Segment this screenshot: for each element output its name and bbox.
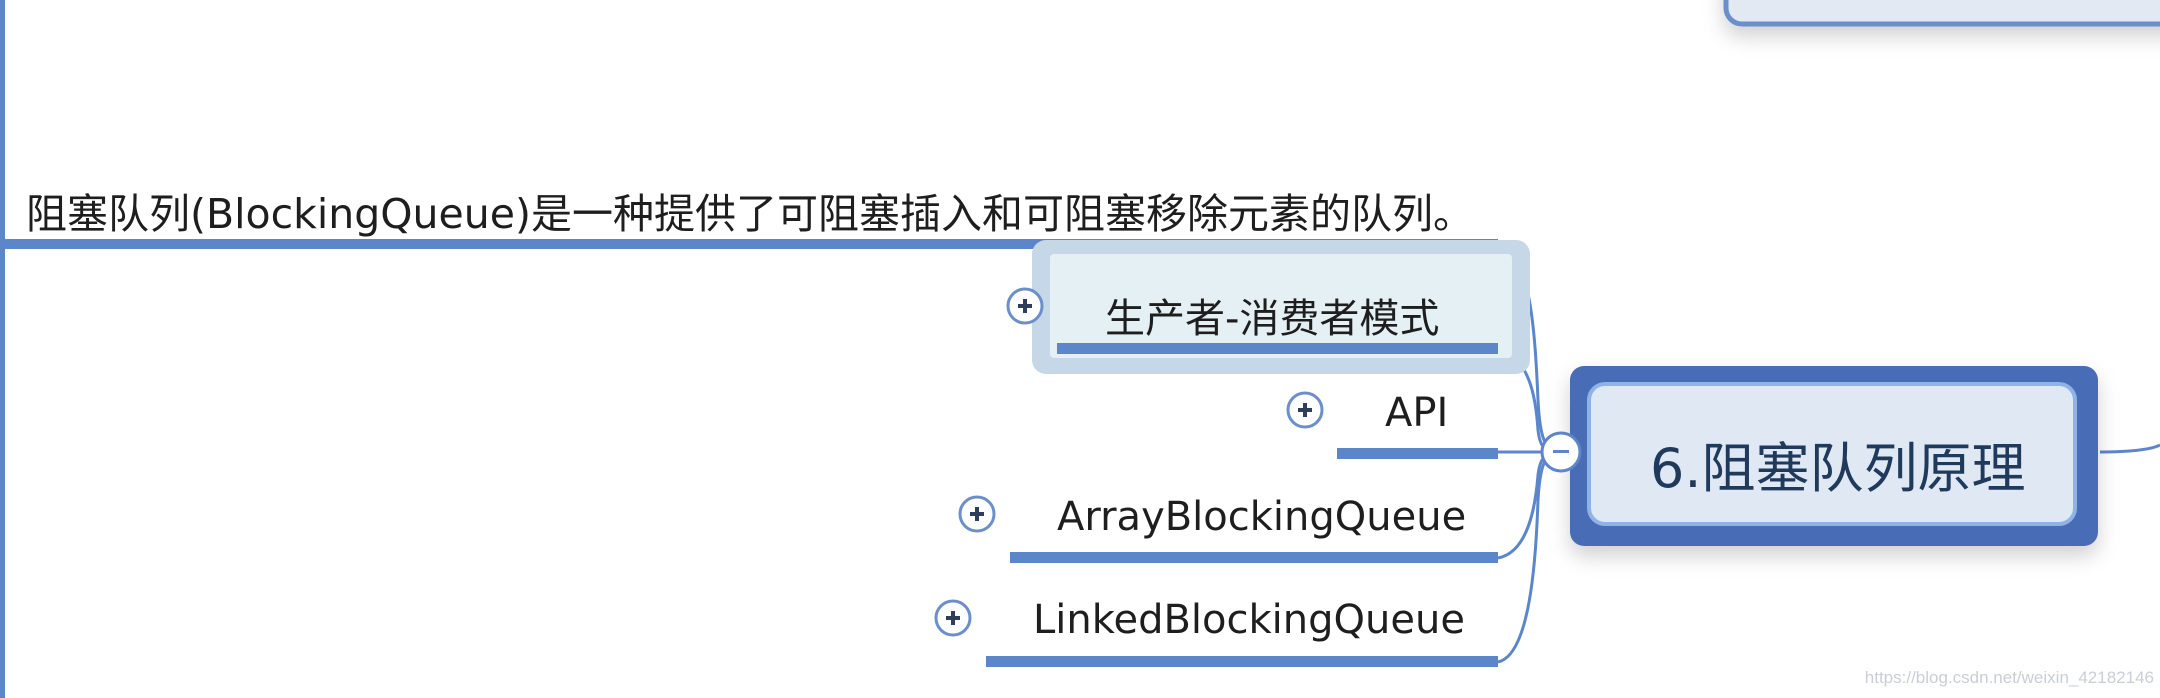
child-underline-1 — [1337, 448, 1498, 459]
expand-icon-3[interactable] — [934, 599, 972, 637]
central-topic-box[interactable] — [1570, 366, 2098, 546]
child-topic-array-blocking-queue[interactable]: ArrayBlockingQueue — [1057, 494, 1467, 540]
selected-topic-frame[interactable] — [1032, 240, 1530, 374]
watermark: https://blog.csdn.net/weixin_42182146 — [1864, 668, 2154, 687]
left-branch-line — [0, 0, 5, 698]
child-topic-api[interactable]: API — [1385, 390, 1449, 436]
child-topic-linked-blocking-queue[interactable]: LinkedBlockingQueue — [1033, 597, 1465, 643]
partial-topic-box[interactable] — [1723, 0, 2160, 27]
expand-icon-1[interactable] — [1286, 391, 1324, 429]
child-underline-3 — [986, 656, 1498, 667]
child-underline-0 — [1057, 343, 1498, 354]
central-topic-label[interactable]: 6.阻塞队列原理 — [1650, 437, 2026, 500]
description-topic[interactable]: 阻塞队列(BlockingQueue)是一种提供了可阻塞插入和可阻塞移除元素的队… — [26, 190, 1474, 238]
collapse-icon[interactable] — [1540, 431, 1582, 473]
description-underline — [5, 239, 1498, 249]
child-underline-2 — [1010, 552, 1498, 563]
expand-icon-2[interactable] — [958, 495, 996, 533]
child-topic-producer-consumer[interactable]: 生产者-消费者模式 — [1105, 296, 1440, 342]
expand-icon-0[interactable] — [1006, 287, 1044, 325]
